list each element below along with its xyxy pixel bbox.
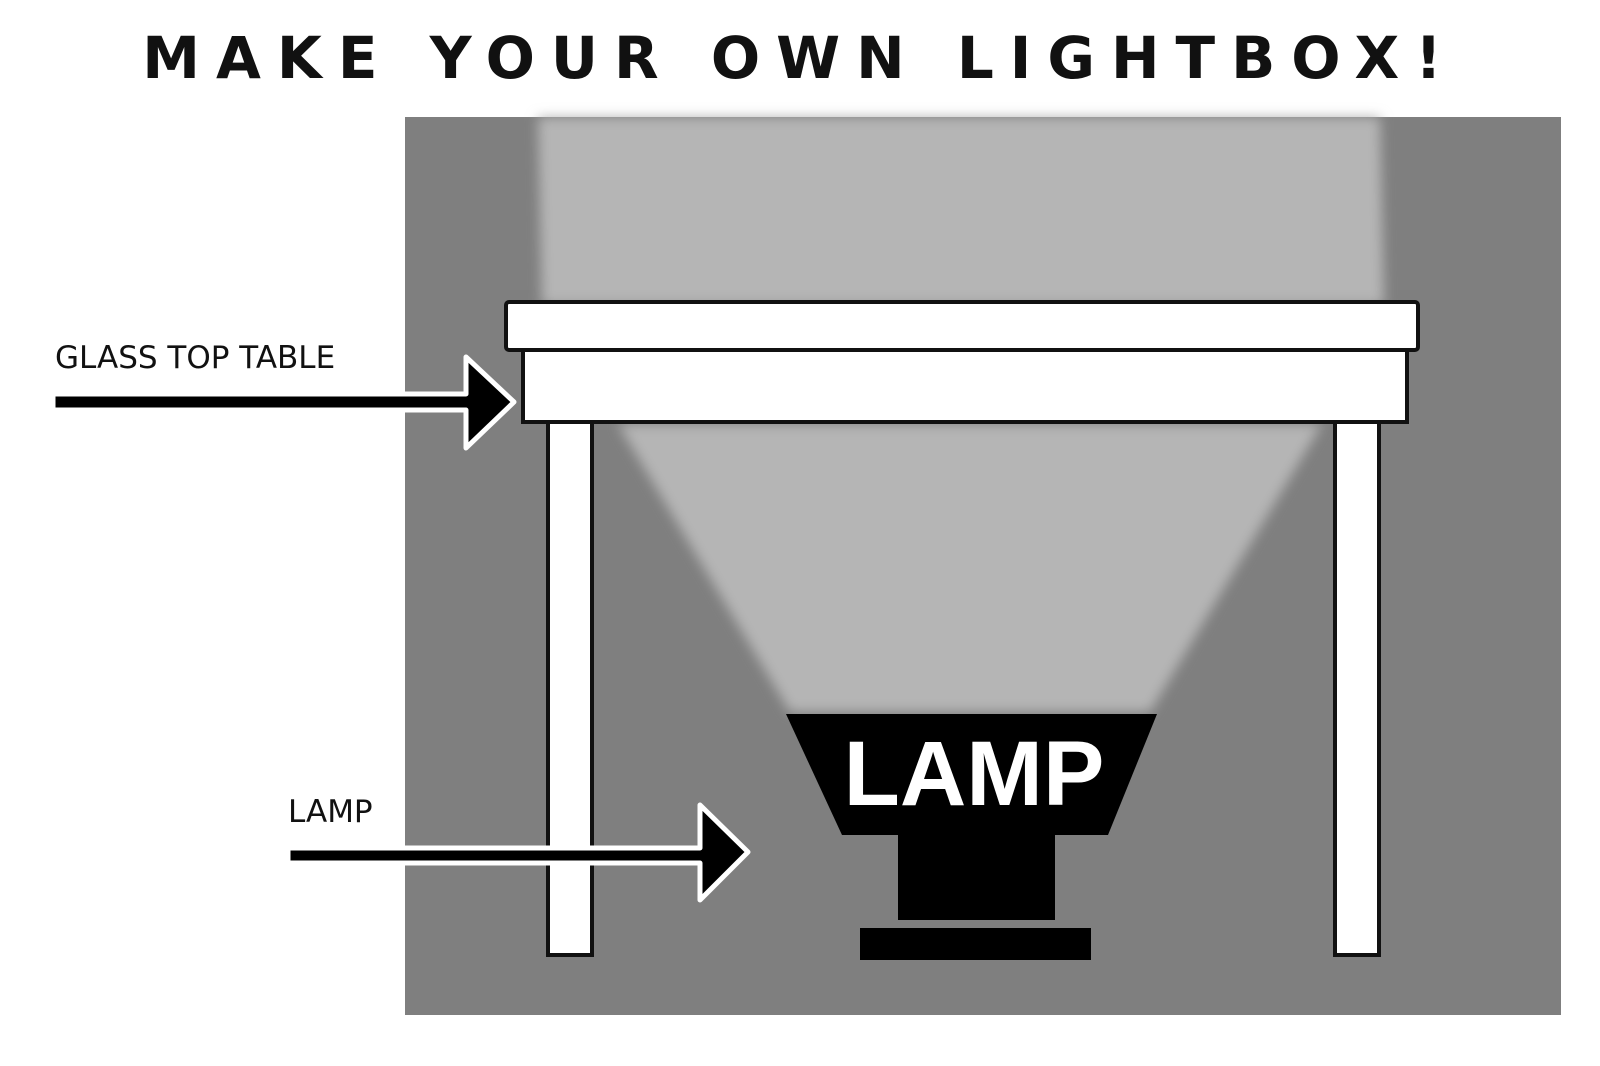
table-left-leg: [546, 420, 594, 957]
lamp-callout-label: LAMP: [288, 794, 373, 830]
lamp-body: [898, 835, 1055, 920]
lamp-base: [860, 928, 1091, 960]
table-right-leg: [1333, 420, 1381, 957]
table-apron: [521, 348, 1409, 424]
lamp-arrow-icon: [285, 802, 751, 903]
lamp-shade: [786, 714, 1157, 835]
page-title: MAKE YOUR OWN LIGHTBOX!: [142, 24, 1457, 92]
glass-table-top: [504, 300, 1420, 352]
table-callout-label: GLASS TOP TABLE: [55, 340, 335, 376]
lamp-body-label: LAMP: [844, 723, 1105, 825]
upper-light-beam: [538, 117, 1384, 305]
table-arrow-icon: [50, 354, 517, 451]
lamp-light-cone: [618, 424, 1322, 712]
